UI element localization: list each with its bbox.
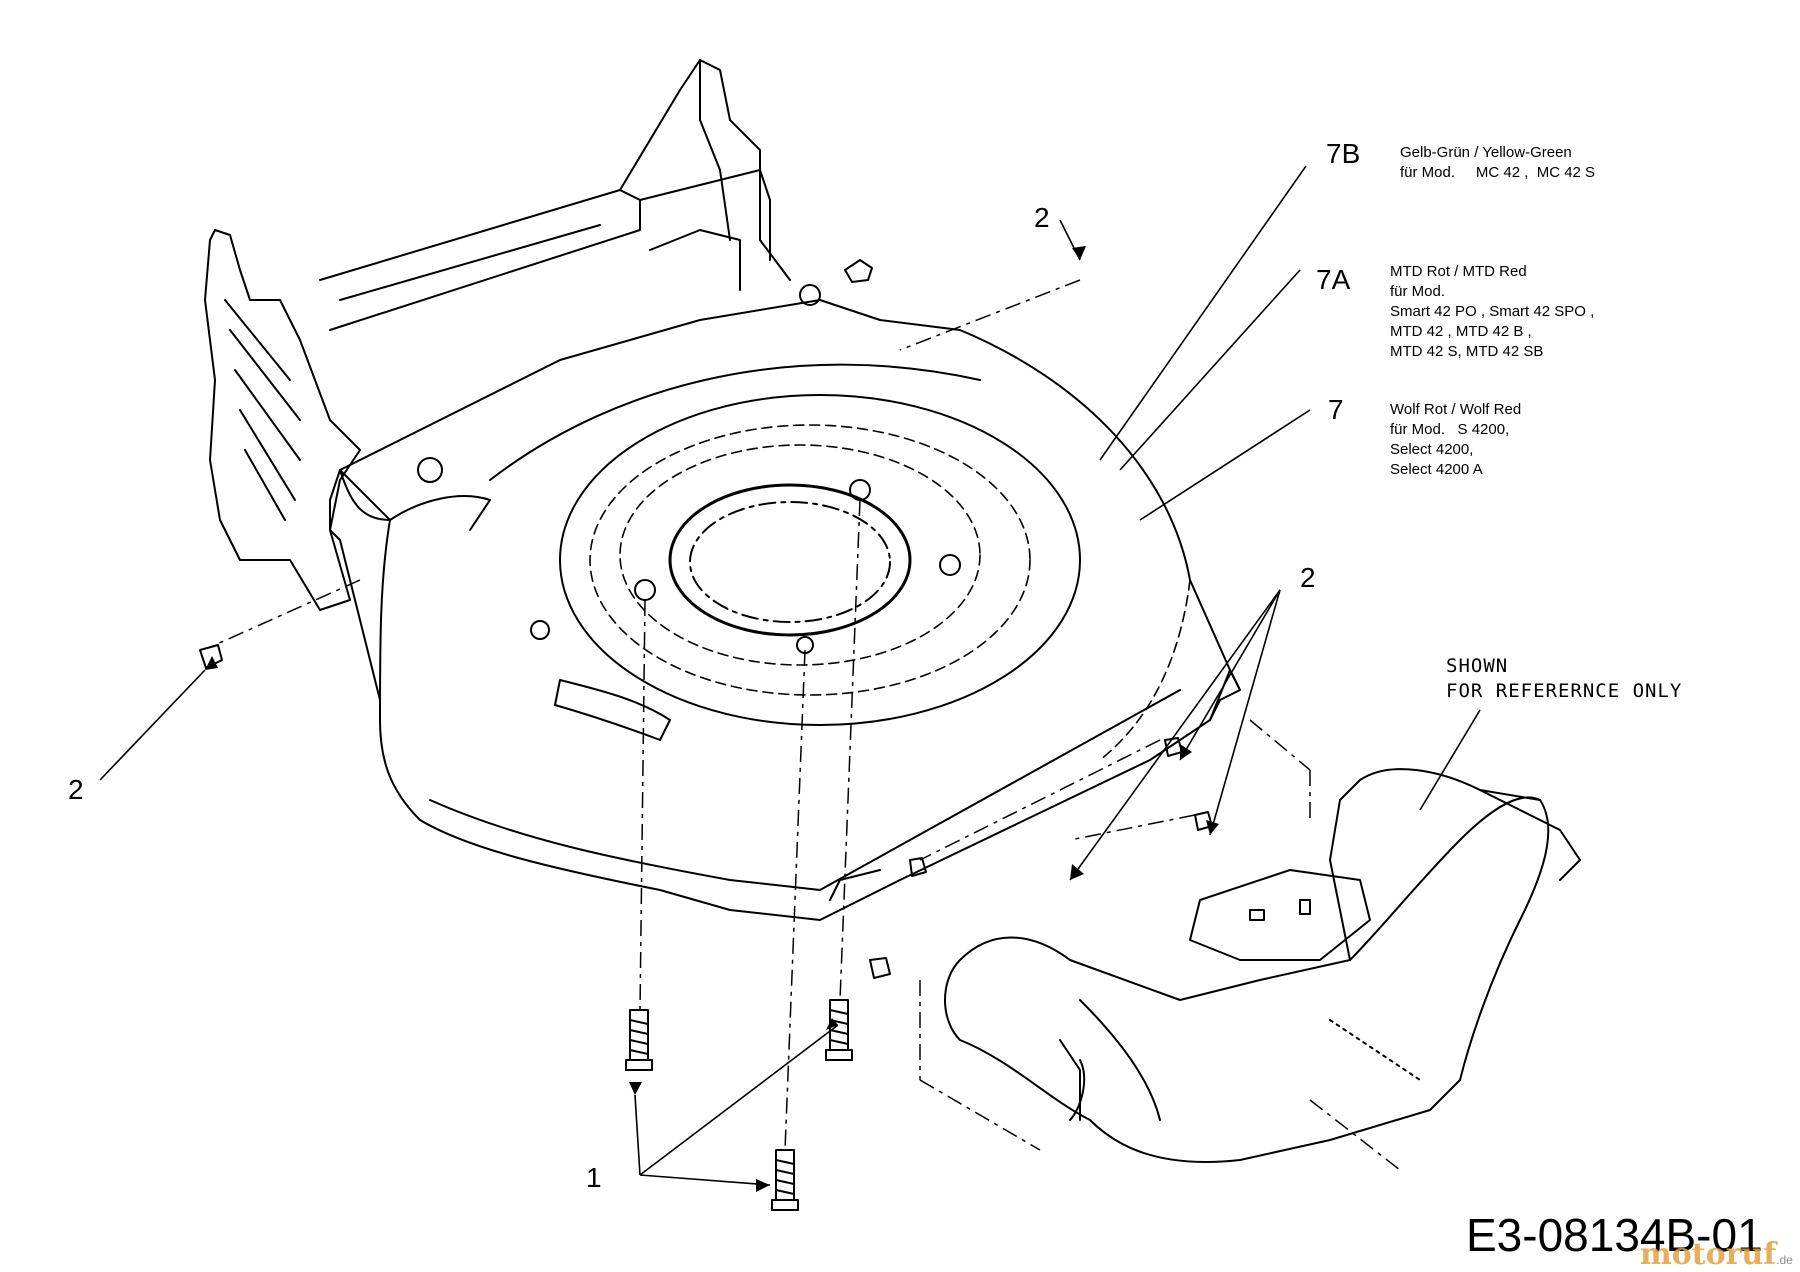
note-7b: Gelb-Grün / Yellow-Green für Mod. MC 42 … <box>1400 143 1595 183</box>
alignment-lines <box>214 279 1401 1171</box>
callout-1: 1 <box>586 1162 602 1193</box>
bolts-item-1 <box>625 999 853 1211</box>
arrowheads <box>205 246 1219 1192</box>
callout-7b: 7B <box>1326 138 1361 169</box>
screws-item-2 <box>199 259 1213 979</box>
note-7a-line: für Mod. <box>1390 283 1446 300</box>
note-7-line: Wolf Rot / Wolf Red <box>1390 401 1522 418</box>
note-7a-line: MTD 42 S, MTD 42 SB <box>1390 343 1544 360</box>
leader-lines <box>99 165 1481 1186</box>
callout-7a: 7A <box>1316 264 1351 295</box>
note-7-line: für Mod. S 4200, <box>1390 421 1510 438</box>
note-7a-line: MTD 42 , MTD 42 B , <box>1390 323 1532 340</box>
note-7: Wolf Rot / Wolf Red für Mod. S 4200, Sel… <box>1390 400 1521 480</box>
note-7a: MTD Rot / MTD Red für Mod. Smart 42 PO ,… <box>1390 262 1594 362</box>
note-7a-line: Smart 42 PO , Smart 42 SPO , <box>1390 303 1595 320</box>
reference-note: SHOWN FOR REFERERNCE ONLY <box>1446 654 1682 704</box>
reference-note-line: SHOWN <box>1446 655 1509 677</box>
callout-7: 7 <box>1328 394 1344 425</box>
callout-2-right: 2 <box>1300 562 1316 593</box>
callout-2-left: 2 <box>68 774 84 805</box>
rear-deflector <box>944 768 1581 1163</box>
drawing-number: E3-08134B-01 <box>1466 1209 1763 1261</box>
watermark-logo: motoruf.de <box>1640 1240 1793 1270</box>
rear-handle-frame <box>204 59 791 611</box>
note-7a-line: MTD Rot / MTD Red <box>1390 263 1527 280</box>
mower-deck <box>329 284 1241 921</box>
callout-2-top: 2 <box>1034 202 1050 233</box>
note-7b-line: für Mod. MC 42 , MC 42 S <box>1400 164 1596 181</box>
note-7-line: Select 4200 A <box>1390 461 1483 478</box>
reference-note-line: FOR REFERERNCE ONLY <box>1446 680 1683 702</box>
note-7-line: Select 4200, <box>1390 441 1474 458</box>
watermark-text: motoruf <box>1640 1237 1777 1272</box>
note-7b-line: Gelb-Grün / Yellow-Green <box>1400 144 1572 161</box>
watermark-suffix: .de <box>1776 1253 1793 1267</box>
